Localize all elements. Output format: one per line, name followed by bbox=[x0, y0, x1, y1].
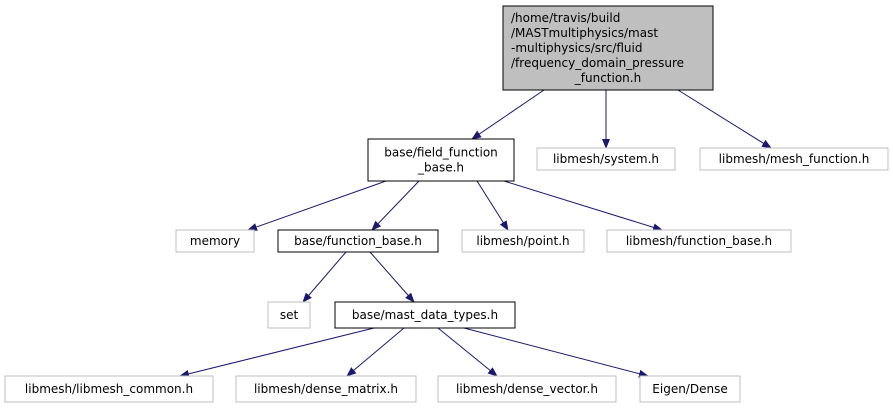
node-box bbox=[277, 229, 439, 253]
node-label: libmesh/system.h bbox=[553, 152, 659, 166]
node-label: _function.h bbox=[574, 71, 641, 85]
node-box bbox=[235, 375, 417, 403]
node-label: base/mast_data_types.h bbox=[352, 308, 498, 322]
node-libmesh-function-base[interactable]: libmesh/function_base.h bbox=[606, 229, 792, 253]
node-box bbox=[536, 147, 676, 171]
node-label: base/field_function bbox=[384, 146, 498, 160]
node-box bbox=[699, 147, 889, 171]
node-label: -multiphysics/src/fluid bbox=[511, 41, 642, 55]
node-box bbox=[175, 229, 255, 253]
node-label: _base.h bbox=[417, 161, 464, 175]
edge-field_function_base-to-memory bbox=[247, 180, 387, 231]
node-box bbox=[461, 229, 585, 253]
node-field-function-base[interactable]: base/field_function_base.h bbox=[367, 138, 515, 182]
edge-function_base-to-set bbox=[302, 251, 347, 303]
node-dense-vector[interactable]: libmesh/dense_vector.h bbox=[437, 375, 617, 403]
node-root[interactable]: /home/travis/build/MASTmultiphysics/mast… bbox=[502, 5, 714, 91]
edge-field_function_base-to-libmesh_function_base bbox=[503, 180, 663, 232]
node-memory[interactable]: memory bbox=[175, 229, 255, 253]
node-box bbox=[502, 5, 714, 91]
node-point[interactable]: libmesh/point.h bbox=[461, 229, 585, 253]
node-label: /MASTmultiphysics/mast bbox=[511, 26, 658, 40]
edge-mast_data_types-to-dense_matrix bbox=[346, 327, 405, 377]
node-system[interactable]: libmesh/system.h bbox=[536, 147, 676, 171]
node-box bbox=[639, 375, 741, 403]
node-label: /frequency_domain_pressure bbox=[511, 56, 684, 70]
node-label: /home/travis/build bbox=[511, 11, 620, 25]
node-label: base/function_base.h bbox=[294, 234, 422, 248]
node-box bbox=[4, 375, 214, 403]
edge-root-to-field_function_base bbox=[471, 89, 545, 140]
edge-root-to-mesh_function bbox=[677, 89, 772, 149]
node-label: libmesh/point.h bbox=[476, 234, 569, 248]
node-function-base[interactable]: base/function_base.h bbox=[277, 229, 439, 253]
node-set[interactable]: set bbox=[267, 301, 311, 329]
edge-field_function_base-to-point bbox=[476, 180, 509, 231]
edge-mast_data_types-to-dense_vector bbox=[437, 327, 498, 377]
node-label: memory bbox=[190, 234, 240, 248]
node-box bbox=[367, 138, 515, 182]
node-box bbox=[606, 229, 792, 253]
node-box bbox=[437, 375, 617, 403]
node-mast-data-types[interactable]: base/mast_data_types.h bbox=[334, 301, 516, 329]
node-dense-matrix[interactable]: libmesh/dense_matrix.h bbox=[235, 375, 417, 403]
node-mesh-function[interactable]: libmesh/mesh_function.h bbox=[699, 147, 889, 171]
edge-mast_data_types-to-libmesh_common bbox=[179, 327, 375, 378]
edge-function_base-to-mast_data_types bbox=[369, 251, 415, 303]
node-label: libmesh/mesh_function.h bbox=[719, 152, 870, 166]
edge-mast_data_types-to-eigen_dense bbox=[463, 327, 649, 378]
node-label: set bbox=[280, 308, 299, 322]
node-box bbox=[267, 301, 311, 329]
node-eigen-dense[interactable]: Eigen/Dense bbox=[639, 375, 741, 403]
node-label: libmesh/dense_vector.h bbox=[456, 382, 598, 396]
node-label: libmesh/dense_matrix.h bbox=[254, 382, 398, 396]
node-label: libmesh/libmesh_common.h bbox=[25, 382, 193, 396]
node-libmesh-common[interactable]: libmesh/libmesh_common.h bbox=[4, 375, 214, 403]
node-box bbox=[334, 301, 516, 329]
node-label: libmesh/function_base.h bbox=[626, 234, 772, 248]
node-label: Eigen/Dense bbox=[652, 382, 727, 396]
edge-field_function_base-to-function_base bbox=[371, 180, 420, 231]
